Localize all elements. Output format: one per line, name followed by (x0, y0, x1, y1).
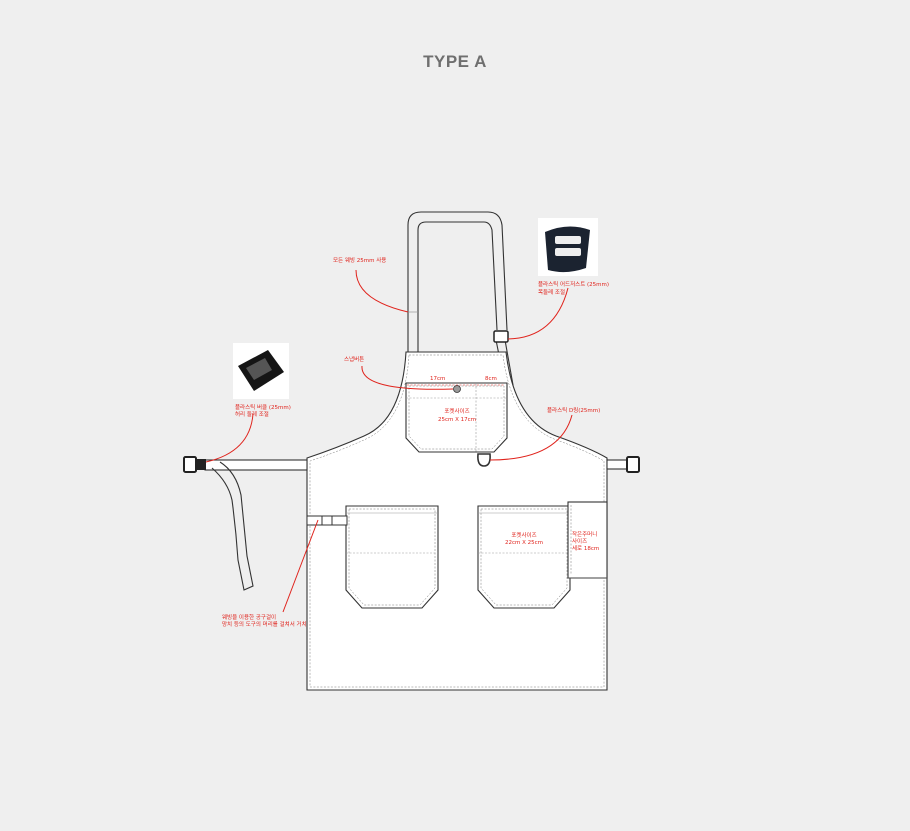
d-ring-label: 플라스틱 D링(25mm) (547, 406, 600, 414)
annotation-lines (205, 269, 573, 613)
buckle-label-1: 플라스틱 버클 (25mm) (235, 403, 291, 411)
buckle-label-2: 허리 둘레 조절 (235, 410, 269, 418)
snap-button-icon (453, 385, 461, 393)
buckle-photo (233, 343, 289, 399)
small-pocket (567, 501, 608, 579)
chest-pocket-label-1: 포켓사이즈 (444, 407, 469, 415)
right-pocket (477, 505, 571, 609)
left-pocket (345, 505, 439, 609)
chest-pocket (405, 382, 508, 453)
tool-loop-label-1: 웨빙을 이용한 공구걸이 (222, 613, 276, 621)
adjuster-photo (538, 218, 598, 276)
big-pocket-label-2: 22cm X 25cm (505, 540, 543, 546)
snap-button-label: 스냅버튼 (344, 355, 364, 363)
adjuster-icon (493, 330, 509, 343)
chest-width-label: 17cm (430, 376, 445, 382)
buckle-icon (183, 456, 197, 473)
small-pocket-label-3: 세로 18cm (572, 544, 599, 552)
chest-side-label: 8cm (485, 376, 497, 382)
adjuster-label-1: 플라스틱 어드저스트 (25mm) (538, 280, 609, 288)
big-pocket-label-1: 포켓사이즈 (511, 531, 536, 539)
page-title: TYPE A (423, 52, 487, 71)
buckle-icon (196, 459, 206, 470)
webbing-label: 모든 웨빙 25mm 사용 (333, 256, 386, 264)
waist-strap-left (204, 459, 308, 591)
tool-loop-label-2: 망치 등의 도구의 머리를 걸쳐서 거치 (222, 620, 307, 628)
tool-loop (306, 515, 348, 526)
small-pocket-label-1: 작은주머니 (572, 530, 597, 538)
d-ring-icon (477, 453, 491, 467)
chest-pocket-label-2: 25cm X 17cm (438, 417, 476, 423)
buckle-icon (626, 456, 640, 473)
small-pocket-label-2: 사이즈 (572, 537, 587, 545)
adjuster-label-2: 목둘레 조절 (538, 288, 565, 296)
